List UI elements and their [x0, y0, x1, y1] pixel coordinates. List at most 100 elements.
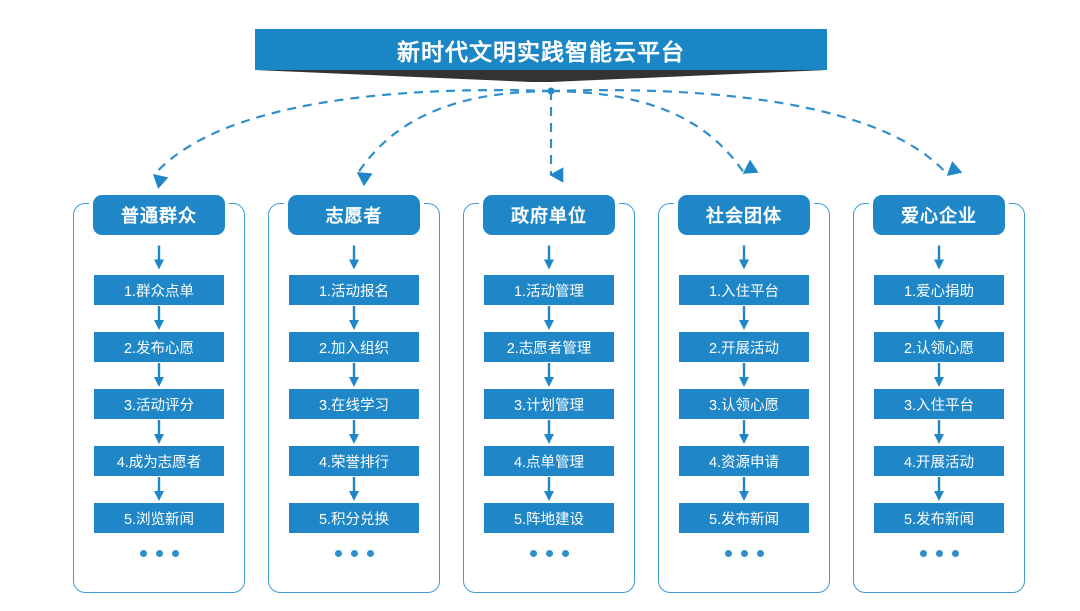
ellipsis-dot-icon [171, 549, 179, 557]
item-connector [484, 362, 614, 389]
column-item[interactable]: 1.爱心捐助 [874, 275, 1004, 305]
item-connector [679, 419, 809, 446]
column-item[interactable]: 2.认领心愿 [874, 332, 1004, 362]
down-arrow-icon [739, 420, 749, 444]
item-connector [94, 476, 224, 503]
down-arrow-icon [349, 363, 359, 387]
item-connector [874, 476, 1004, 503]
down-arrow-icon [739, 363, 749, 387]
column-item[interactable]: 4.开展活动 [874, 446, 1004, 476]
column-items: 1.活动报名 2.加入组织 3.在线学习 4.荣誉排行 5.积分兑换 [289, 275, 419, 573]
column-volunteer: 志愿者 1.活动报名 2.加入组织 3.在线学习 4.荣誉排行 5.积分兑换 [268, 195, 440, 593]
item-connector [484, 305, 614, 332]
column-item[interactable]: 5.发布新闻 [874, 503, 1004, 533]
item-connector [874, 419, 1004, 446]
page-title: 新时代文明实践智能云平台 [255, 29, 827, 70]
column-header-volunteer[interactable]: 志愿者 [288, 195, 420, 235]
column-item[interactable]: 4.成为志愿者 [94, 446, 224, 476]
column-item[interactable]: 3.在线学习 [289, 389, 419, 419]
column-public: 普通群众 1.群众点单 2.发布心愿 3.活动评分 4.成为志愿者 5.浏览新闻 [73, 195, 245, 593]
column-item[interactable]: 5.浏览新闻 [94, 503, 224, 533]
title-down-arrow-icon [541, 70, 561, 82]
column-ellipsis [679, 533, 809, 573]
column-item[interactable]: 5.积分兑换 [289, 503, 419, 533]
item-connector [874, 362, 1004, 389]
column-item[interactable]: 5.阵地建设 [484, 503, 614, 533]
column-social-group: 社会团体 1.入住平台 2.开展活动 3.认领心愿 4.资源申请 5.发布新闻 [658, 195, 830, 593]
item-connector [679, 305, 809, 332]
column-item[interactable]: 2.加入组织 [289, 332, 419, 362]
item-connector [289, 476, 419, 503]
ellipsis-dot-icon [350, 549, 358, 557]
down-arrow-icon [739, 306, 749, 330]
down-arrow-icon [154, 420, 164, 444]
column-ellipsis [289, 533, 419, 573]
down-arrow-icon [154, 306, 164, 330]
column-ellipsis [94, 533, 224, 573]
header-to-item-arrow-icon [739, 245, 749, 270]
column-item[interactable]: 4.荣誉排行 [289, 446, 419, 476]
down-arrow-icon [544, 306, 554, 330]
item-connector [289, 362, 419, 389]
column-item[interactable]: 4.资源申请 [679, 446, 809, 476]
down-arrow-icon [349, 306, 359, 330]
column-charity-enterprise: 爱心企业 1.爱心捐助 2.认领心愿 3.入住平台 4.开展活动 5.发布新闻 [853, 195, 1025, 593]
column-item[interactable]: 5.发布新闻 [679, 503, 809, 533]
ellipsis-dot-icon [919, 549, 927, 557]
ellipsis-dot-icon [740, 549, 748, 557]
header-to-item-arrow-icon [349, 245, 359, 270]
down-arrow-icon [934, 477, 944, 501]
column-header-social-group[interactable]: 社会团体 [678, 195, 810, 235]
column-items: 1.活动管理 2.志愿者管理 3.计划管理 4.点单管理 5.阵地建设 [484, 275, 614, 573]
column-item[interactable]: 3.认领心愿 [679, 389, 809, 419]
column-items: 1.入住平台 2.开展活动 3.认领心愿 4.资源申请 5.发布新闻 [679, 275, 809, 573]
column-item[interactable]: 3.活动评分 [94, 389, 224, 419]
column-header-government[interactable]: 政府单位 [483, 195, 615, 235]
column-item[interactable]: 1.入住平台 [679, 275, 809, 305]
column-ellipsis [484, 533, 614, 573]
column-item[interactable]: 2.发布心愿 [94, 332, 224, 362]
ellipsis-dot-icon [366, 549, 374, 557]
item-connector [679, 362, 809, 389]
item-connector [94, 419, 224, 446]
column-item[interactable]: 1.活动报名 [289, 275, 419, 305]
column-item[interactable]: 3.入住平台 [874, 389, 1004, 419]
down-arrow-icon [349, 477, 359, 501]
ellipsis-dot-icon [139, 549, 147, 557]
column-header-charity-enterprise[interactable]: 爱心企业 [873, 195, 1005, 235]
column-item[interactable]: 2.开展活动 [679, 332, 809, 362]
item-connector [484, 419, 614, 446]
down-arrow-icon [934, 363, 944, 387]
down-arrow-icon [544, 420, 554, 444]
ellipsis-dot-icon [545, 549, 553, 557]
ellipsis-dot-icon [155, 549, 163, 557]
ellipsis-dot-icon [756, 549, 764, 557]
column-item[interactable]: 1.活动管理 [484, 275, 614, 305]
down-arrow-icon [934, 306, 944, 330]
column-item[interactable]: 2.志愿者管理 [484, 332, 614, 362]
down-arrow-icon [349, 420, 359, 444]
header-to-item-arrow-icon [934, 245, 944, 270]
down-arrow-icon [934, 420, 944, 444]
item-connector [679, 476, 809, 503]
ellipsis-dot-icon [724, 549, 732, 557]
column-item[interactable]: 1.群众点单 [94, 275, 224, 305]
item-connector [94, 305, 224, 332]
down-arrow-icon [154, 477, 164, 501]
down-arrow-icon [544, 477, 554, 501]
column-header-public[interactable]: 普通群众 [93, 195, 225, 235]
column-government: 政府单位 1.活动管理 2.志愿者管理 3.计划管理 4.点单管理 5.阵地建设 [463, 195, 635, 593]
column-ellipsis [874, 533, 1004, 573]
ellipsis-dot-icon [529, 549, 537, 557]
item-connector [94, 362, 224, 389]
header-to-item-arrow-icon [544, 245, 554, 270]
column-items: 1.爱心捐助 2.认领心愿 3.入住平台 4.开展活动 5.发布新闻 [874, 275, 1004, 573]
ellipsis-dot-icon [935, 549, 943, 557]
item-connector [484, 476, 614, 503]
column-item[interactable]: 3.计划管理 [484, 389, 614, 419]
column-item[interactable]: 4.点单管理 [484, 446, 614, 476]
ellipsis-dot-icon [951, 549, 959, 557]
header-to-item-arrow-icon [154, 245, 164, 270]
